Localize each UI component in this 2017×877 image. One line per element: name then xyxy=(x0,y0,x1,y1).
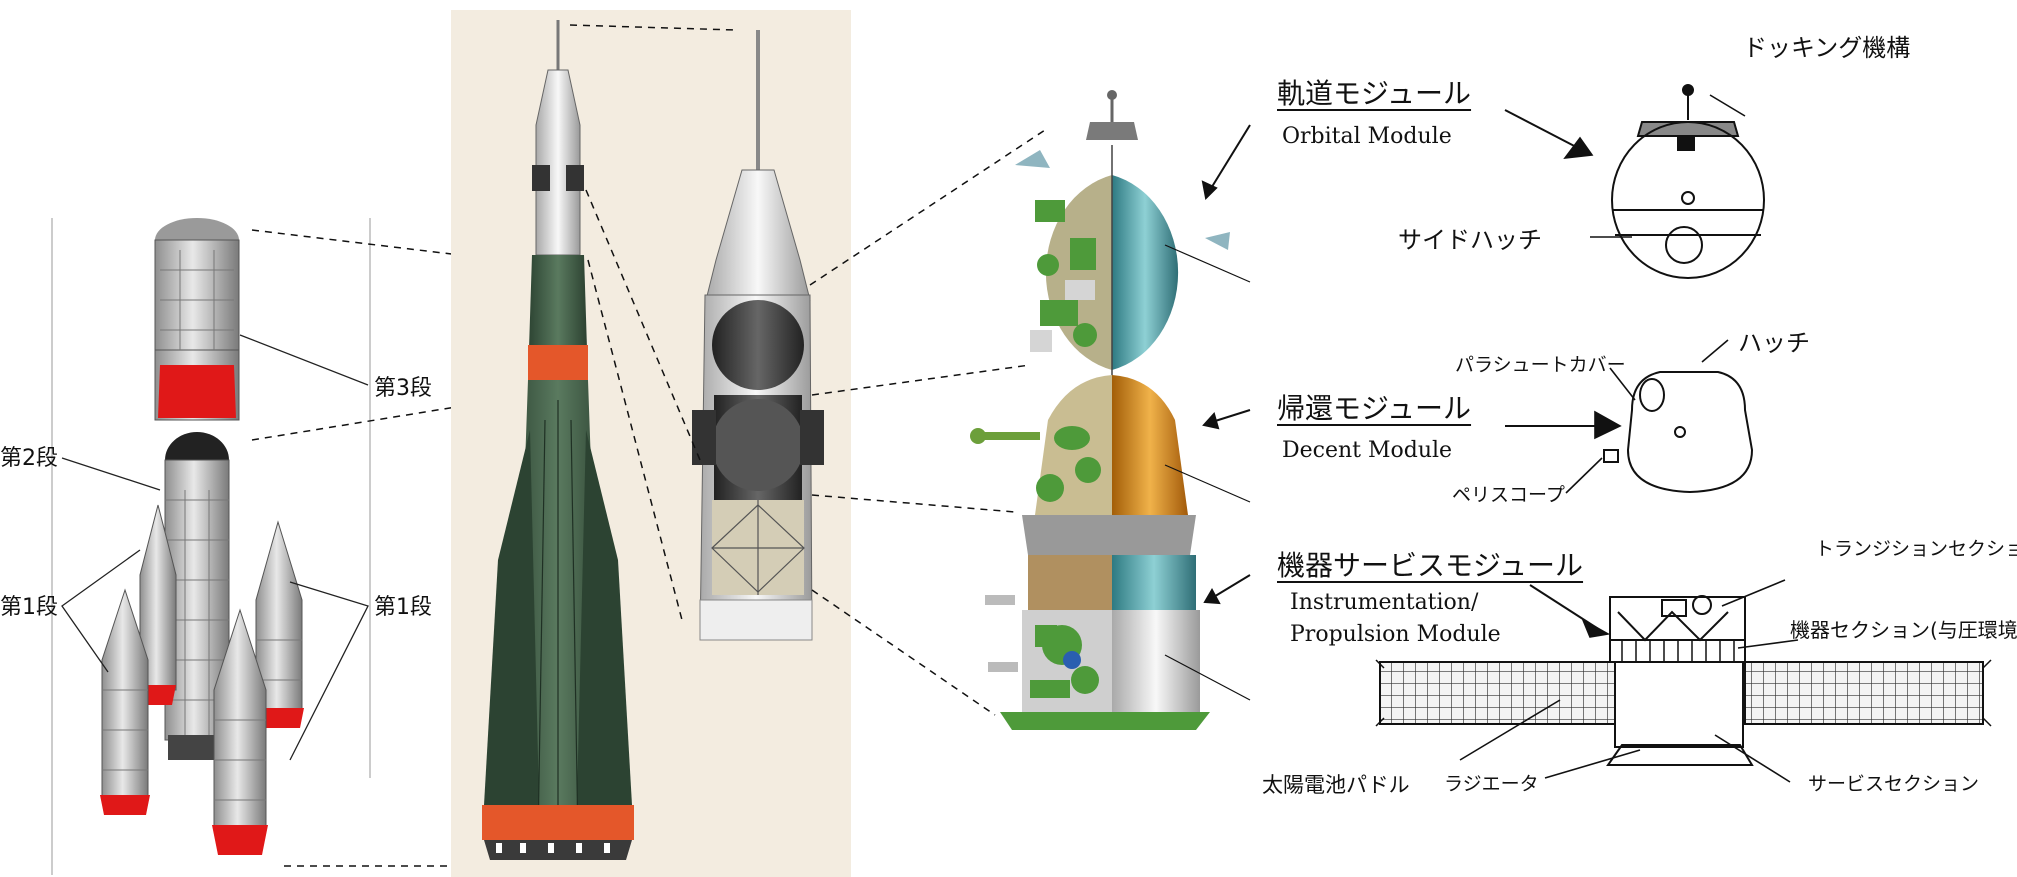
stage1-right-label: 第1段 xyxy=(374,595,432,620)
soyuz-cutaway xyxy=(970,90,1230,730)
instrumentation-module-label-jp: 機器サービスモジュール xyxy=(1277,549,1584,582)
fairing-cutaway xyxy=(692,30,824,641)
hatch-label: ハッチ xyxy=(1738,329,1810,357)
exploded-rocket xyxy=(51,218,531,875)
stage3-label: 第3段 xyxy=(374,376,432,401)
third-stage xyxy=(154,218,240,421)
technical-drawings xyxy=(1375,84,1992,766)
parachute-cover-label: パラシュートカバー xyxy=(1455,354,1626,376)
side-hatch-label: サイドハッチ xyxy=(1398,226,1542,254)
service-section-label: サービスセクション xyxy=(1808,773,1980,795)
descent-module-label-en: Decent Module xyxy=(1282,438,1453,463)
full-rocket xyxy=(482,20,634,860)
periscope-label: ペリスコープ xyxy=(1452,484,1565,506)
center-panel xyxy=(451,10,1046,877)
instrumentation-module-label-en-1: Instrumentation/ xyxy=(1290,590,1479,615)
transition-section-label: トランジションセクション xyxy=(1815,538,2017,560)
booster-left xyxy=(100,588,150,815)
instrumentation-module-label-en-2: Propulsion Module xyxy=(1290,622,1501,647)
radiator-label: ラジエータ xyxy=(1444,773,1539,795)
orbital-module-label-en: Orbital Module xyxy=(1282,124,1452,149)
orbital-module-label-jp: 軌道モジュール xyxy=(1277,77,1472,110)
stage2-label: 第2段 xyxy=(0,446,58,471)
booster-back-left xyxy=(139,504,177,705)
docking-mechanism-label: ドッキング機構 xyxy=(1743,34,1911,62)
booster-front xyxy=(212,608,268,855)
descent-module-label-jp: 帰還モジュール xyxy=(1277,392,1472,425)
instrument-section-label: 機器セクション(与圧環境) xyxy=(1790,618,2017,642)
stage1-left-label: 第1段 xyxy=(0,595,58,620)
solar-panel-label: 太陽電池パドル xyxy=(1262,773,1410,797)
